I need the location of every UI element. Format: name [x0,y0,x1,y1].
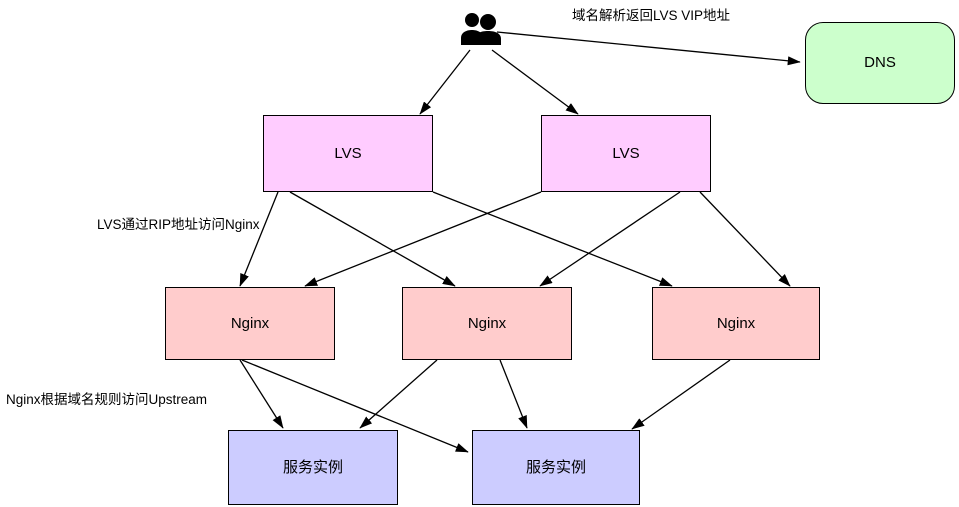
node-service-instance-2[interactable]: 服务实例 [472,430,640,505]
node-service-instance-1[interactable]: 服务实例 [228,430,398,505]
node-lvs-2[interactable]: LVS [541,115,711,192]
edge-lvs1-to-nginx1 [239,191,279,287]
edge-label-dns-lookup: 域名解析返回LVS VIP地址 [572,8,731,23]
node-nginx-2[interactable]: Nginx [402,287,572,360]
users-icon [459,12,503,46]
edge-lvs2-to-nginx3 [699,191,791,287]
node-lvs-1-label: LVS [334,144,362,162]
node-service-instance-1-label: 服务实例 [282,458,343,476]
edge-nginx1-to-service1 [239,359,284,429]
node-dns[interactable]: DNS [805,22,955,104]
edge-lvs1-to-nginx3 [432,191,673,287]
edge-users-to-lvs-2 [491,49,579,115]
node-lvs-2-label: LVS [612,144,640,162]
edge-nginx3-to-service2 [631,359,731,430]
node-nginx-1-label: Nginx [230,314,270,332]
node-dns-label: DNS [864,54,896,71]
node-nginx-1[interactable]: Nginx [165,287,335,360]
edge-lvs2-to-nginx1 [304,191,542,287]
edge-label-lvs-to-nginx: LVS通过RIP地址访问Nginx [97,217,260,232]
edge-users-to-lvs-1 [419,49,471,115]
edge-label-nginx-to-upstream: Nginx根据域名规则访问Upstream [6,392,208,407]
edge-nginx2-to-service1 [359,359,438,429]
edge-nginx2-to-service2 [499,359,528,429]
edge-lvs1-to-nginx2 [289,191,456,287]
node-nginx-2-label: Nginx [467,314,507,332]
node-nginx-3-label: Nginx [716,314,756,332]
edge-lvs2-to-nginx2 [539,191,681,287]
node-service-instance-2-label: 服务实例 [525,458,586,476]
node-lvs-1[interactable]: LVS [263,115,433,192]
node-nginx-3[interactable]: Nginx [652,287,820,360]
edge-users-to-dns [496,31,801,66]
